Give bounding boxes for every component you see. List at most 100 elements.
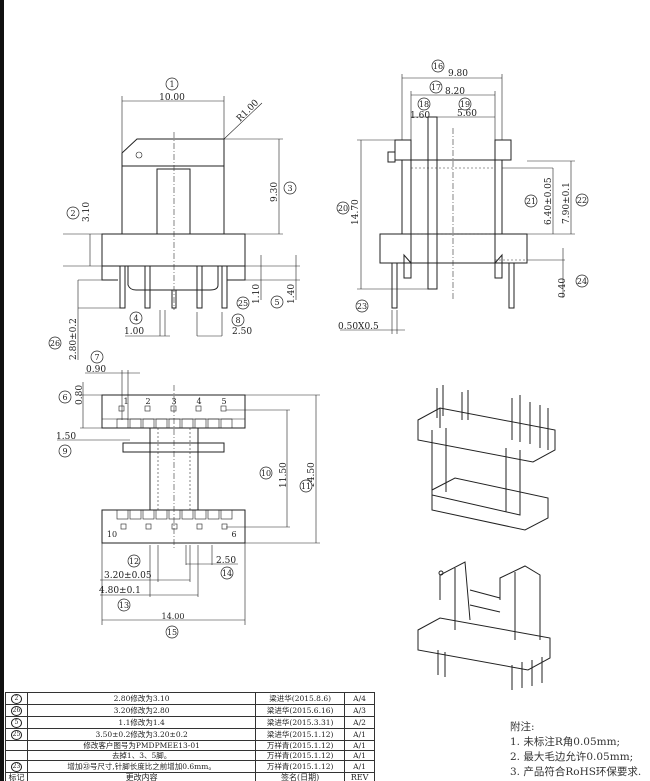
balloon: 26 — [48, 336, 62, 350]
svg-text:25: 25 — [238, 299, 248, 308]
balloon: 10 — [259, 466, 273, 480]
bottom-view: 1 2 3 4 5 10 6 0.90 0.80 1.50 11.50 14.5… — [56, 365, 320, 625]
svg-text:7: 7 — [94, 353, 99, 362]
balloon: 19 — [458, 97, 472, 111]
isometric-view-bottom — [417, 561, 551, 690]
dim-25: 1.10 — [252, 284, 262, 304]
svg-text:17: 17 — [431, 83, 441, 92]
dim-15: 14.00 — [162, 612, 185, 621]
balloon: 20 — [336, 201, 350, 215]
balloon: 6 — [58, 390, 72, 404]
dim-13: 4.80±0.1 — [99, 586, 141, 596]
dim-12: 3.20±0.05 — [104, 571, 152, 581]
header-rev: REV — [344, 772, 375, 781]
table-row: 去掉1、3、5脚。万祥青(2015.1.12)A/1 — [5, 750, 375, 761]
dim-20: 14.70 — [351, 199, 361, 225]
balloon: 22 — [575, 193, 589, 207]
dim-21: 6.40±0.05 — [544, 177, 554, 225]
pin-label: 5 — [221, 397, 226, 406]
balloon: 14 — [220, 566, 234, 580]
svg-text:11: 11 — [301, 482, 311, 491]
note-item: 2. 最大毛边允许0.05mm; — [510, 751, 634, 763]
balloon: 1 — [165, 77, 179, 91]
balloon: 2 — [66, 206, 80, 220]
balloon: 25 — [236, 296, 250, 310]
svg-text:14: 14 — [222, 569, 232, 578]
svg-text:22: 22 — [577, 196, 587, 205]
balloon: 21 — [524, 194, 538, 208]
dim-6: 0.80 — [75, 385, 85, 405]
balloon: 11 — [299, 479, 313, 493]
dim-16: 9.80 — [448, 69, 468, 79]
front-view: 10.00 R1.00 9.30 3.10 1.10 1.40 1.00 2.5… — [63, 93, 300, 360]
svg-text:6: 6 — [62, 393, 67, 402]
balloon: 13 — [117, 598, 131, 612]
dim-7: 0.90 — [86, 365, 106, 375]
balloon: 18 — [417, 97, 431, 111]
balloon: 5 — [270, 295, 284, 309]
balloon: 12 — [127, 554, 141, 568]
balloon: 24 — [575, 274, 589, 288]
dim-11: 14.50 — [307, 462, 317, 488]
dim-height: 9.30 — [270, 182, 280, 202]
balloon: 3 — [283, 181, 297, 195]
pin-label: 4 — [196, 397, 201, 406]
balloon: 9 — [58, 444, 72, 458]
balloon: 8 — [231, 313, 245, 327]
svg-text:12: 12 — [129, 557, 139, 566]
pin-label: 2 — [145, 397, 150, 406]
svg-text:9: 9 — [62, 447, 67, 456]
svg-text:5: 5 — [274, 298, 279, 307]
header-content: 更改内容 — [26, 772, 257, 781]
svg-text:23: 23 — [357, 302, 367, 311]
svg-text:20: 20 — [338, 204, 348, 213]
dim-radius: R1.00 — [235, 98, 261, 124]
dim-flange: 3.10 — [82, 202, 92, 222]
front-pins — [119, 265, 228, 309]
dim-23: 0.50X0.5 — [338, 322, 379, 332]
header-sign: 签名(日期) — [255, 772, 346, 781]
dim-26: 2.80±0.2 — [69, 318, 79, 360]
dim-17: 8.20 — [445, 87, 465, 97]
dim-5: 1.40 — [287, 284, 297, 304]
svg-text:2: 2 — [70, 209, 75, 218]
header-mark: 标记 — [5, 772, 28, 781]
balloon: 15 — [165, 625, 179, 639]
svg-text:15: 15 — [167, 628, 177, 637]
balloon: 23 — [355, 299, 369, 313]
notes: 附注: 1. 未标注R角0.05mm; 2. 最大毛边允许0.05mm; 3. … — [510, 720, 641, 780]
dim-10: 11.50 — [279, 462, 289, 488]
svg-text:1: 1 — [169, 80, 174, 89]
notes-title: 附注: — [510, 721, 535, 733]
note-item: 1. 未标注R角0.05mm; — [510, 736, 621, 748]
pin-label: 10 — [107, 530, 117, 539]
svg-text:24: 24 — [577, 277, 587, 286]
dim-4: 1.00 — [124, 327, 144, 337]
svg-text:8: 8 — [235, 316, 240, 325]
svg-text:13: 13 — [119, 601, 129, 610]
dim-width: 10.00 — [159, 93, 185, 103]
side-view: 9.80 8.20 1.60 5.60 14.70 6.40±0.05 7.90… — [338, 69, 575, 334]
balloon: 17 — [429, 80, 443, 94]
sheet-border — [0, 0, 4, 781]
pin-label: 1 — [123, 397, 128, 406]
svg-text:4: 4 — [133, 314, 138, 323]
dim-18: 1.60 — [410, 111, 430, 121]
dim-9: 1.50 — [56, 432, 76, 442]
svg-text:10: 10 — [261, 469, 271, 478]
note-item: 3. 产品符合RoHS环保要求. — [510, 766, 642, 778]
svg-text:21: 21 — [526, 197, 536, 206]
svg-text:18: 18 — [419, 100, 429, 109]
svg-text:19: 19 — [460, 100, 470, 109]
balloon: 16 — [431, 59, 445, 73]
isometric-view-top — [417, 385, 556, 531]
dim-8: 2.50 — [232, 327, 252, 337]
